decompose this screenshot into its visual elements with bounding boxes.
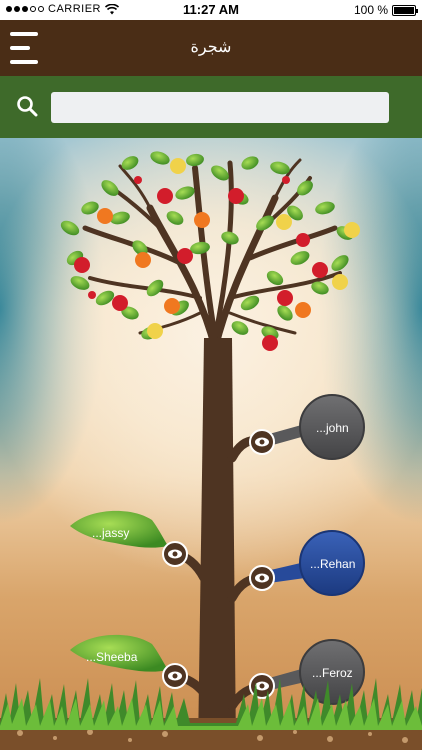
signal-strength-icon: [6, 6, 44, 12]
node-circle-john[interactable]: [299, 394, 365, 460]
wifi-icon: [105, 3, 120, 14]
canopy-branches: [82, 158, 342, 352]
node-label-feroz[interactable]: ...Feroz: [312, 666, 353, 680]
family-tree-area: ...john ...Rehan ...Feroz ...jassy ...Sh…: [0, 138, 422, 750]
node-label-sheeba[interactable]: ...Sheeba: [86, 650, 138, 664]
status-right: 100 %: [353, 3, 418, 17]
eye-icon[interactable]: [162, 663, 188, 689]
search-input[interactable]: [51, 92, 389, 123]
search-icon[interactable]: [16, 95, 38, 117]
hamburger-menu-icon[interactable]: [10, 32, 40, 64]
status-time: 11:27 AM: [183, 2, 239, 17]
eye-icon[interactable]: [249, 429, 275, 455]
eye-icon[interactable]: [249, 565, 275, 591]
page-title: شجرة: [190, 39, 232, 56]
status-left: CARRIER: [6, 3, 120, 15]
tree-illustration: [0, 151, 422, 750]
grass-ground: [0, 678, 422, 750]
app-header: شجرة: [0, 20, 422, 76]
node-label-john[interactable]: ...john: [316, 421, 349, 435]
leaf-node-jassy[interactable]: [70, 510, 168, 548]
battery-percentage: 100 %: [353, 3, 388, 17]
leaf-node-sheeba[interactable]: [70, 634, 168, 672]
tree-trunk: [198, 338, 236, 750]
tree-fruits: [74, 158, 360, 351]
battery-icon: [392, 4, 418, 16]
canopy-leaves: [60, 151, 354, 340]
search-bar: [0, 76, 422, 138]
node-circle-rehan[interactable]: [299, 530, 365, 596]
node-label-jassy[interactable]: ...jassy: [92, 526, 130, 540]
carrier-name: CARRIER: [48, 3, 102, 15]
status-bar: CARRIER 11:27 AM 100 %: [0, 0, 422, 20]
node-connectors: [262, 424, 305, 692]
eye-icon[interactable]: [162, 541, 188, 567]
node-label-rehan[interactable]: ...Rehan: [310, 557, 356, 571]
